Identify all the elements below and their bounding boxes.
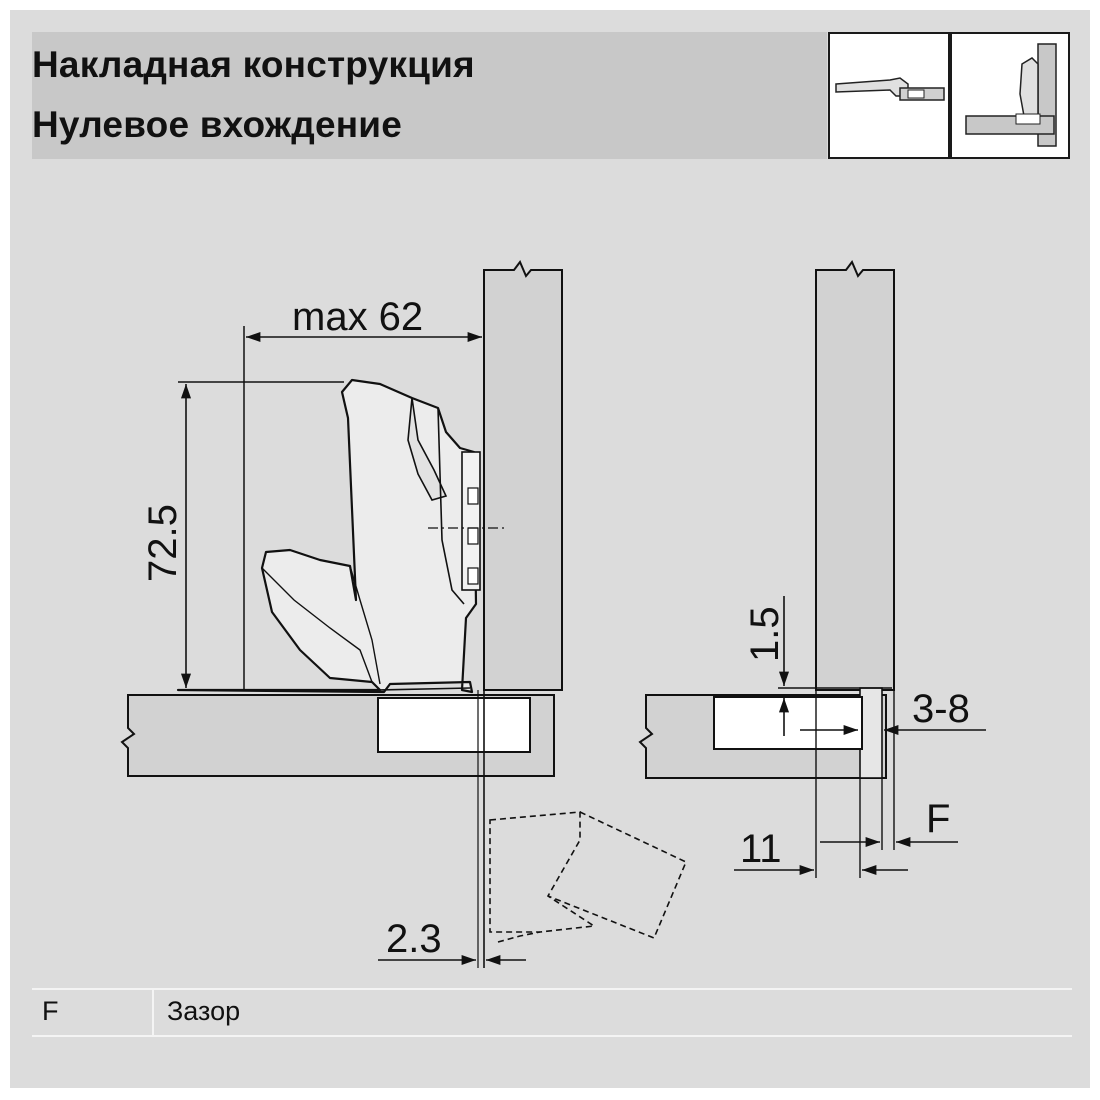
dim-72-5: 72.5 [141,504,185,582]
dim-2-3: 2.3 [386,917,442,961]
door-opening-dashed-outline [489,811,688,943]
dim-max-62: max 62 [292,295,423,339]
dim-1-5: 1.5 [743,606,787,662]
plate-right [859,687,883,779]
dim-11: 11 [740,827,782,871]
hinge-cup-left [377,697,531,753]
dim-3-8: 3-8 [912,687,970,731]
overlay-thumbnail-top-view [828,32,950,159]
legend-description: Зазор [167,996,241,1026]
title-line-2: Нулевое вхождение [32,104,403,145]
right-view: 1.5 3-8 F 11 [638,260,986,878]
dim-F: F [926,797,950,841]
cabinet-side-panel-left [483,260,563,691]
left-view: max 62 72.5 2.3 [120,260,688,968]
overlay-thumbnail-side-view [950,32,1070,159]
legend-key: F [42,996,59,1026]
hinge-cup-right [713,696,863,750]
title-band: Накладная конструкция Нулевое вхождение [32,32,827,159]
title-line-1: Накладная конструкция [32,44,475,85]
legend-row: F Зазор [32,988,1072,1037]
legend-divider [152,990,154,1035]
cabinet-side-panel-right [815,260,895,691]
hinge-arm [176,378,506,694]
